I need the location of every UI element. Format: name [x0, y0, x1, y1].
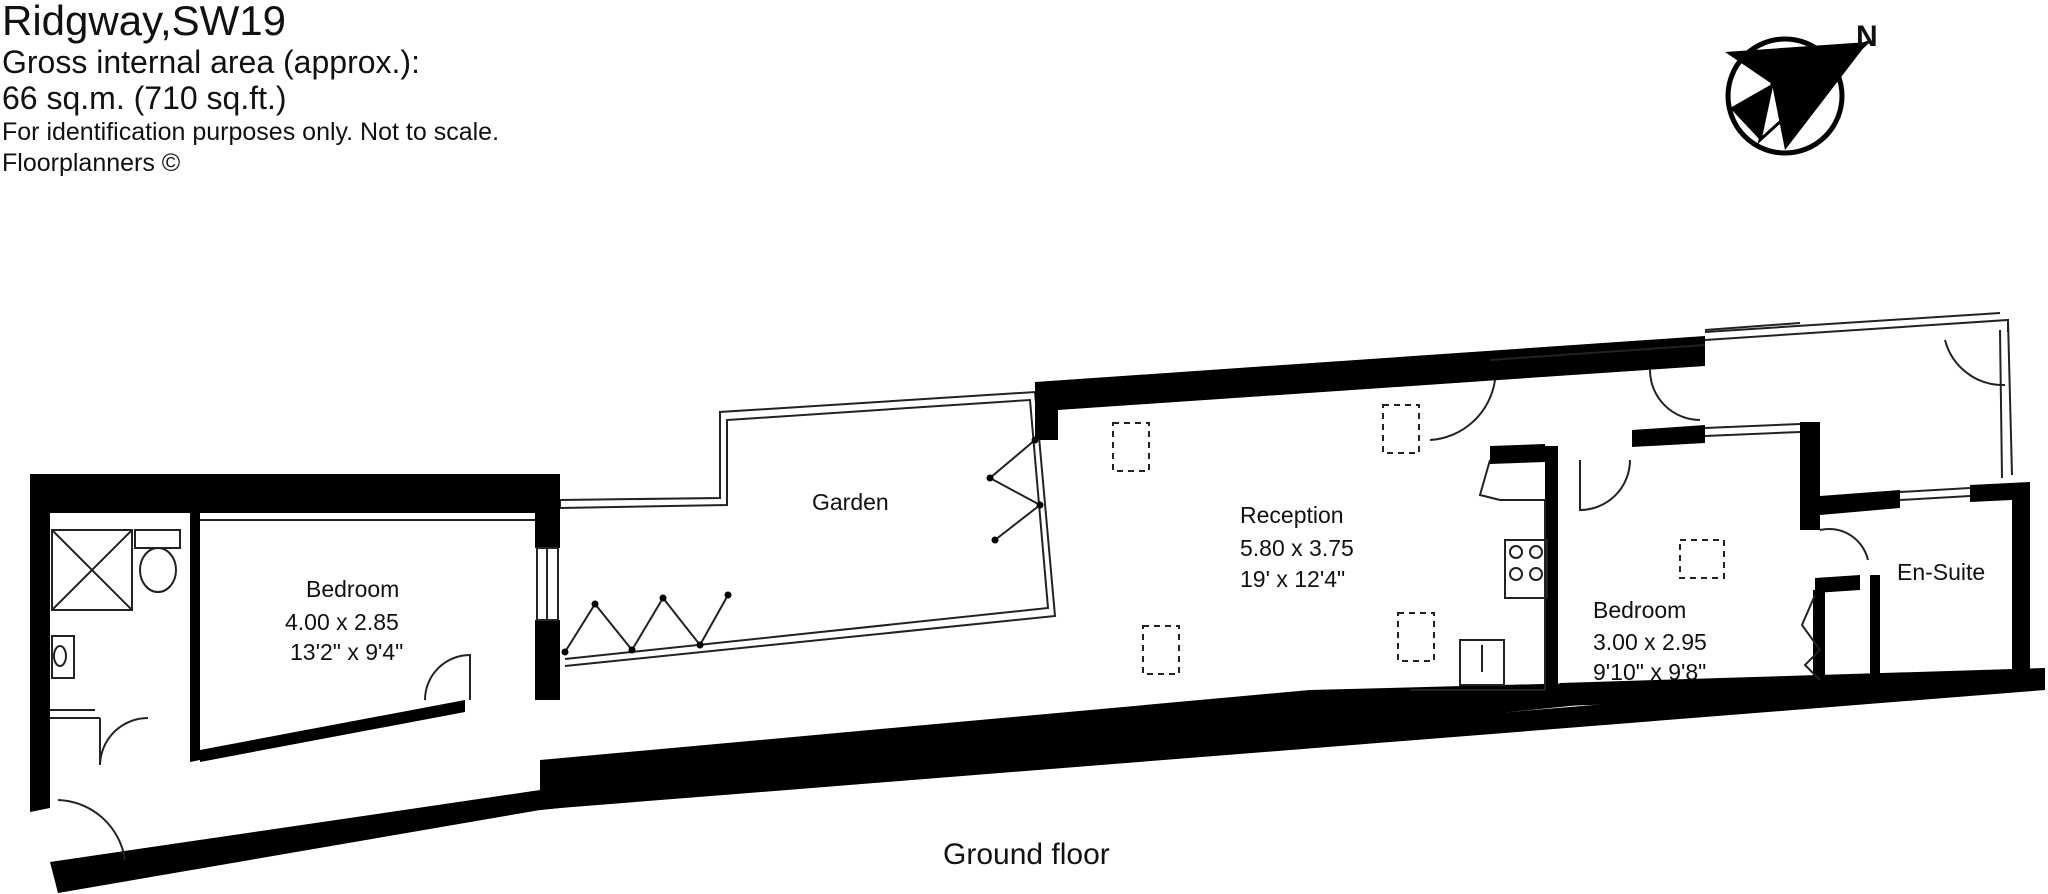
room-metric: 5.80 x 3.75 [1240, 535, 1354, 561]
disclaimer-text: For identification purposes only. Not to… [2, 118, 500, 146]
room-en-suite: En-Suite [1897, 559, 1985, 585]
room-bedroom-2: Bedroom 3.00 x 2.95 9'10" x 9'8" [1593, 597, 1707, 685]
bifold-doors [561, 436, 1044, 656]
room-metric: 3.00 x 2.95 [1593, 629, 1707, 655]
gross-area-value: 66 sq.m. (710 sq.ft.) [2, 80, 287, 116]
room-name: En-Suite [1897, 559, 1985, 585]
header: Ridgway,SW19 Gross internal area (approx… [2, 0, 499, 176]
room-metric: 4.00 x 2.85 [285, 609, 399, 635]
walls [30, 336, 2045, 893]
room-name: Reception [1240, 502, 1344, 528]
north-arrow-icon: N [1725, 20, 1878, 156]
room-imperial: 9'10" x 9'8" [1593, 659, 1706, 685]
floor-label: Ground floor [943, 838, 1110, 871]
terrace-outline [1704, 312, 2013, 479]
garden-outline [559, 390, 1057, 667]
credit-text: Floorplanners © [2, 149, 181, 177]
room-garden: Garden [812, 489, 889, 515]
room-imperial: 13'2" x 9'4" [290, 639, 403, 665]
property-title: Ridgway,SW19 [2, 0, 286, 44]
gross-area-label: Gross internal area (approx.): [2, 44, 420, 80]
room-name: Bedroom [1593, 597, 1686, 623]
compass-label: N [1856, 20, 1878, 53]
room-reception: Reception 5.80 x 3.75 19' x 12'4" [1240, 502, 1354, 592]
room-bedroom-1: Bedroom 4.00 x 2.85 13'2" x 9'4" [285, 576, 403, 665]
room-name: Bedroom [306, 576, 399, 602]
room-imperial: 19' x 12'4" [1240, 566, 1345, 592]
room-name: Garden [812, 489, 889, 515]
doors [57, 339, 2006, 861]
interior-lines [50, 322, 1971, 719]
